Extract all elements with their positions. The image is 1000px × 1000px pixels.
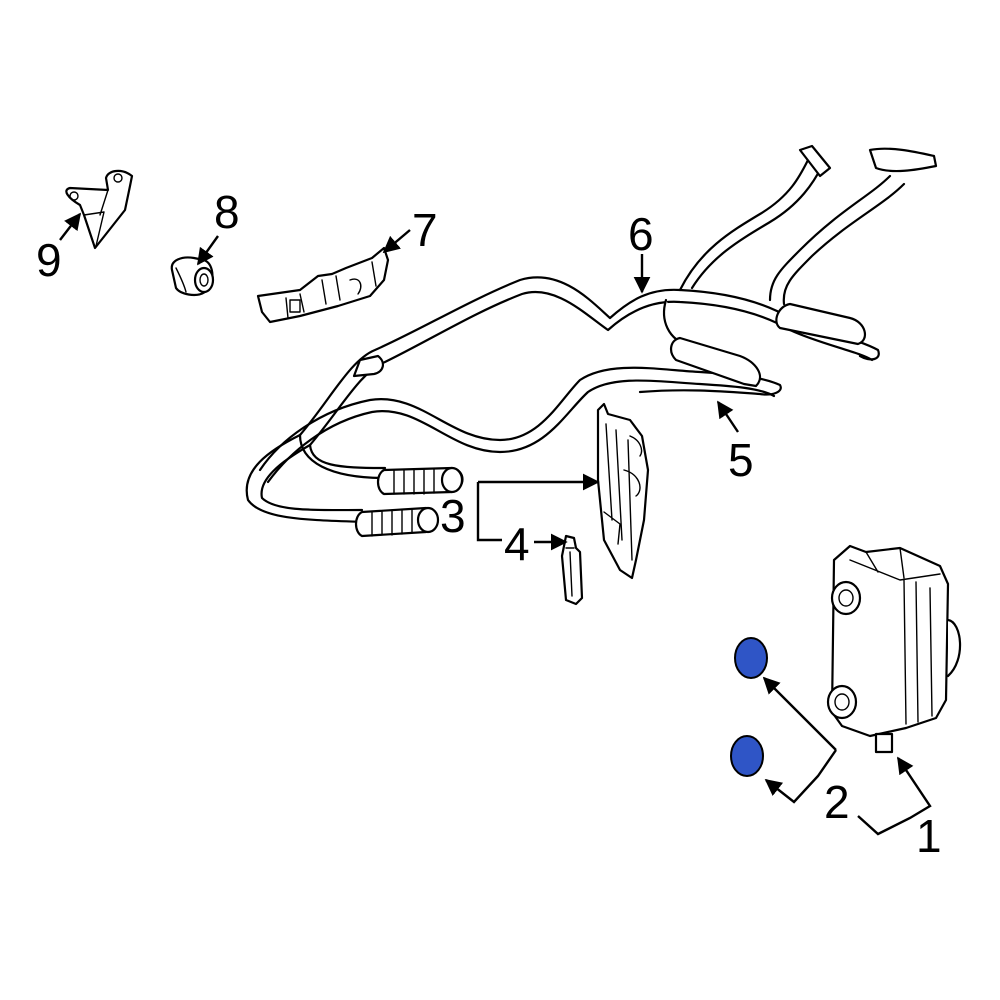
seal-lower xyxy=(730,735,764,777)
clamp-bracket-part[interactable] xyxy=(256,246,390,324)
callout-5: 5 xyxy=(728,434,754,486)
callout-3: 3 xyxy=(440,490,466,542)
callout-8: 8 xyxy=(214,186,240,238)
seal-upper xyxy=(734,637,768,679)
leader-lines xyxy=(59,212,932,836)
callout-2: 2 xyxy=(824,776,850,828)
clip-part[interactable] xyxy=(560,534,584,606)
callout-1: 1 xyxy=(916,810,942,862)
callout-4: 4 xyxy=(504,518,530,570)
hose-assembly[interactable] xyxy=(245,144,938,538)
bracket-part[interactable] xyxy=(65,169,134,250)
grommet-part[interactable] xyxy=(170,256,215,297)
callout-9: 9 xyxy=(36,234,62,286)
callout-labels: 1 2 3 4 5 6 7 8 9 xyxy=(36,186,942,862)
mounting-bracket-part[interactable] xyxy=(596,402,650,580)
callout-7: 7 xyxy=(412,204,438,256)
seal-parts[interactable] xyxy=(730,637,768,777)
oil-cooler-part[interactable] xyxy=(826,544,962,754)
callout-6: 6 xyxy=(628,208,654,260)
